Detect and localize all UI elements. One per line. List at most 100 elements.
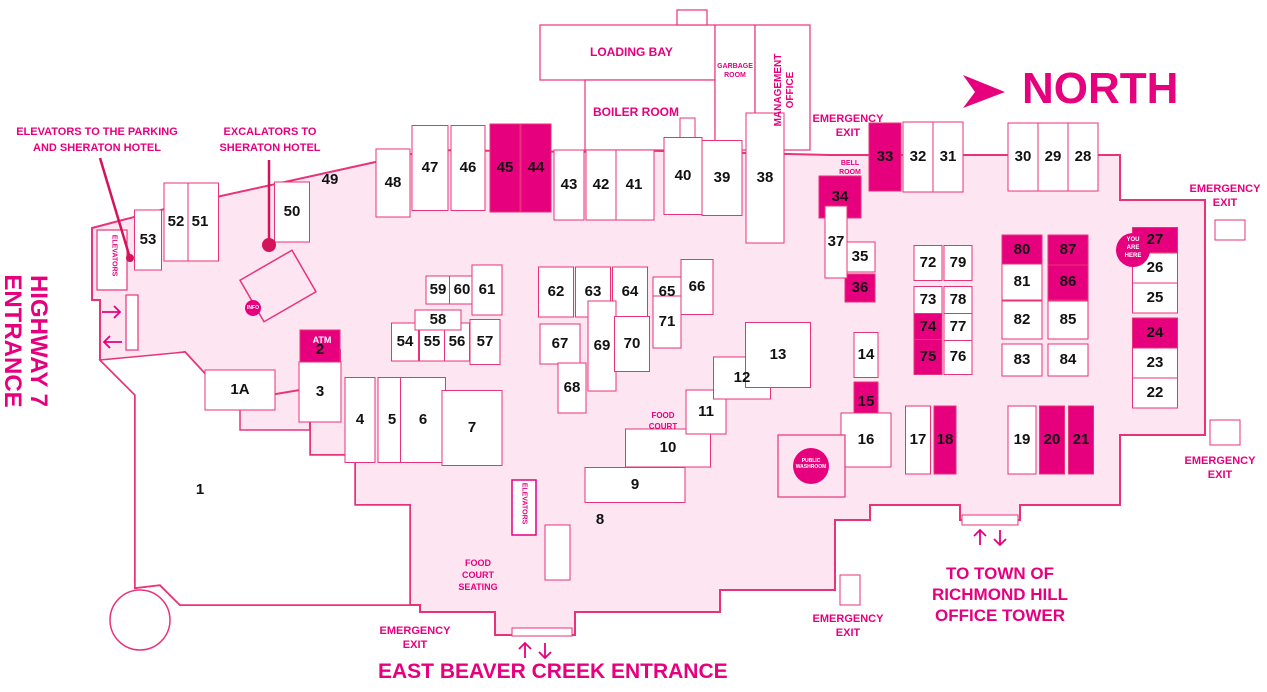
unit-73-label: 73 [919,291,937,308]
unit-1a-box[interactable] [204,369,276,411]
unit-9-box[interactable] [584,467,686,503]
unit-29-box[interactable] [1037,122,1069,192]
unit-70-box[interactable] [614,316,650,372]
unit-45-box[interactable] [489,123,521,213]
unit-13-box[interactable] [745,322,811,388]
unit-85-box[interactable] [1047,300,1089,340]
unit-43-box[interactable] [553,149,585,221]
unit-37-box[interactable] [824,205,848,279]
unit-52-box[interactable] [163,182,189,262]
unit-30-box[interactable] [1007,122,1039,192]
unit-77-box[interactable] [943,313,973,341]
unit-73-box[interactable] [913,286,943,314]
unit-57-box[interactable] [469,319,501,365]
wr-l1: PUBLIC [801,458,821,464]
fcs-l2: COURT [462,570,494,580]
unit-87-box[interactable] [1047,234,1089,266]
unit-80-box[interactable] [1001,234,1043,266]
unit-82-label: 82 [1013,311,1031,328]
unit-82-box[interactable] [1001,300,1043,340]
unit-20-box[interactable] [1039,405,1065,475]
unit-39-box[interactable] [701,140,743,216]
unit-86-box[interactable] [1047,263,1089,301]
unit-11-label: 11 [698,403,714,420]
unit-84-box[interactable] [1047,343,1089,377]
unit-42-box[interactable] [585,149,617,221]
unit-75-box[interactable] [913,339,943,375]
unit-24-box[interactable] [1132,317,1178,349]
unit-87-label: 87 [1059,241,1077,258]
unit-69-label: 69 [593,337,611,354]
unit-10-label: 10 [659,439,677,456]
unit-33-label: 33 [876,148,894,165]
unit-54-box[interactable] [391,322,419,362]
elevators-parking-line2: AND SHERATON HOTEL [33,142,161,154]
unit-4-box[interactable] [344,377,376,463]
unit-19-box[interactable] [1007,405,1037,475]
unit-44-label: 44 [527,159,545,176]
unit-85-label: 85 [1059,311,1077,328]
unit-61-box[interactable] [471,264,503,316]
unit-31-box[interactable] [932,121,964,193]
unit-27-label: 27 [1146,231,1164,248]
fc-l2: COURT [648,422,678,431]
unit-32-box[interactable] [902,121,934,193]
ee3-l2: EXIT [1207,469,1233,481]
unit-9-label: 9 [630,476,640,493]
unit-44-box[interactable] [520,123,552,213]
unit-54-label: 54 [396,333,414,350]
unit-41-box[interactable] [613,149,655,221]
unit-86-label: 86 [1059,273,1077,290]
unit-17-box[interactable] [905,405,931,475]
unit-69-box[interactable] [587,300,617,392]
unit-40-box[interactable] [663,137,703,215]
unit-21-box[interactable] [1068,405,1094,475]
unit-39-label: 39 [713,169,731,186]
unit-72-box[interactable] [913,245,943,281]
unit-55-label: 55 [423,333,441,350]
unit-53-box[interactable] [134,209,162,271]
unit-2-label: 2 [315,341,325,358]
ee4-l2: EXIT [835,627,861,639]
unit-76-label: 76 [949,348,967,365]
garbage-line2: ROOM [724,72,746,79]
unit-22-box[interactable] [1132,377,1178,409]
unit-81-box[interactable] [1001,263,1043,301]
unit-62-box[interactable] [538,266,574,318]
unit-38-box[interactable] [745,112,785,244]
unit-7-box[interactable] [441,390,503,466]
unit-36-label: 36 [851,279,869,296]
unit-59-label: 59 [429,281,447,298]
unit-50-label: 50 [283,203,301,220]
unit-74-box[interactable] [913,313,943,341]
unit-33-box[interactable] [868,122,902,192]
unit-59-box[interactable] [425,275,451,305]
unit-66-box[interactable] [680,259,714,315]
unit-50-box[interactable] [274,181,310,243]
unit-18-box[interactable] [933,405,957,475]
east-beaver-label: EAST BEAVER CREEK ENTRANCE [378,660,728,683]
unit-67-label: 67 [551,335,569,352]
unit-46-box[interactable] [450,125,486,211]
unit-3-box[interactable] [298,361,342,423]
unit-79-box[interactable] [943,245,973,281]
unit-45-label: 45 [496,159,514,176]
unit-68-box[interactable] [557,362,587,414]
unit-6-box[interactable] [400,377,446,463]
unit-36-box[interactable] [844,273,876,303]
unit-47-box[interactable] [411,125,449,211]
unit-16-label: 16 [857,431,875,448]
unit-83-box[interactable] [1001,343,1043,377]
unit-71-box[interactable] [652,295,682,349]
unit-10-box[interactable] [625,428,711,468]
unit-58-box[interactable] [414,309,462,331]
unit-78-box[interactable] [943,286,973,314]
unit-16-box[interactable] [840,412,892,468]
fcs-l3: SEATING [458,582,498,592]
unit-60-label: 60 [453,281,471,298]
unit-14-box[interactable] [853,332,879,378]
unit-35-label: 35 [851,248,869,265]
unit-67-box[interactable] [539,323,581,365]
unit-48-box[interactable] [375,148,411,218]
